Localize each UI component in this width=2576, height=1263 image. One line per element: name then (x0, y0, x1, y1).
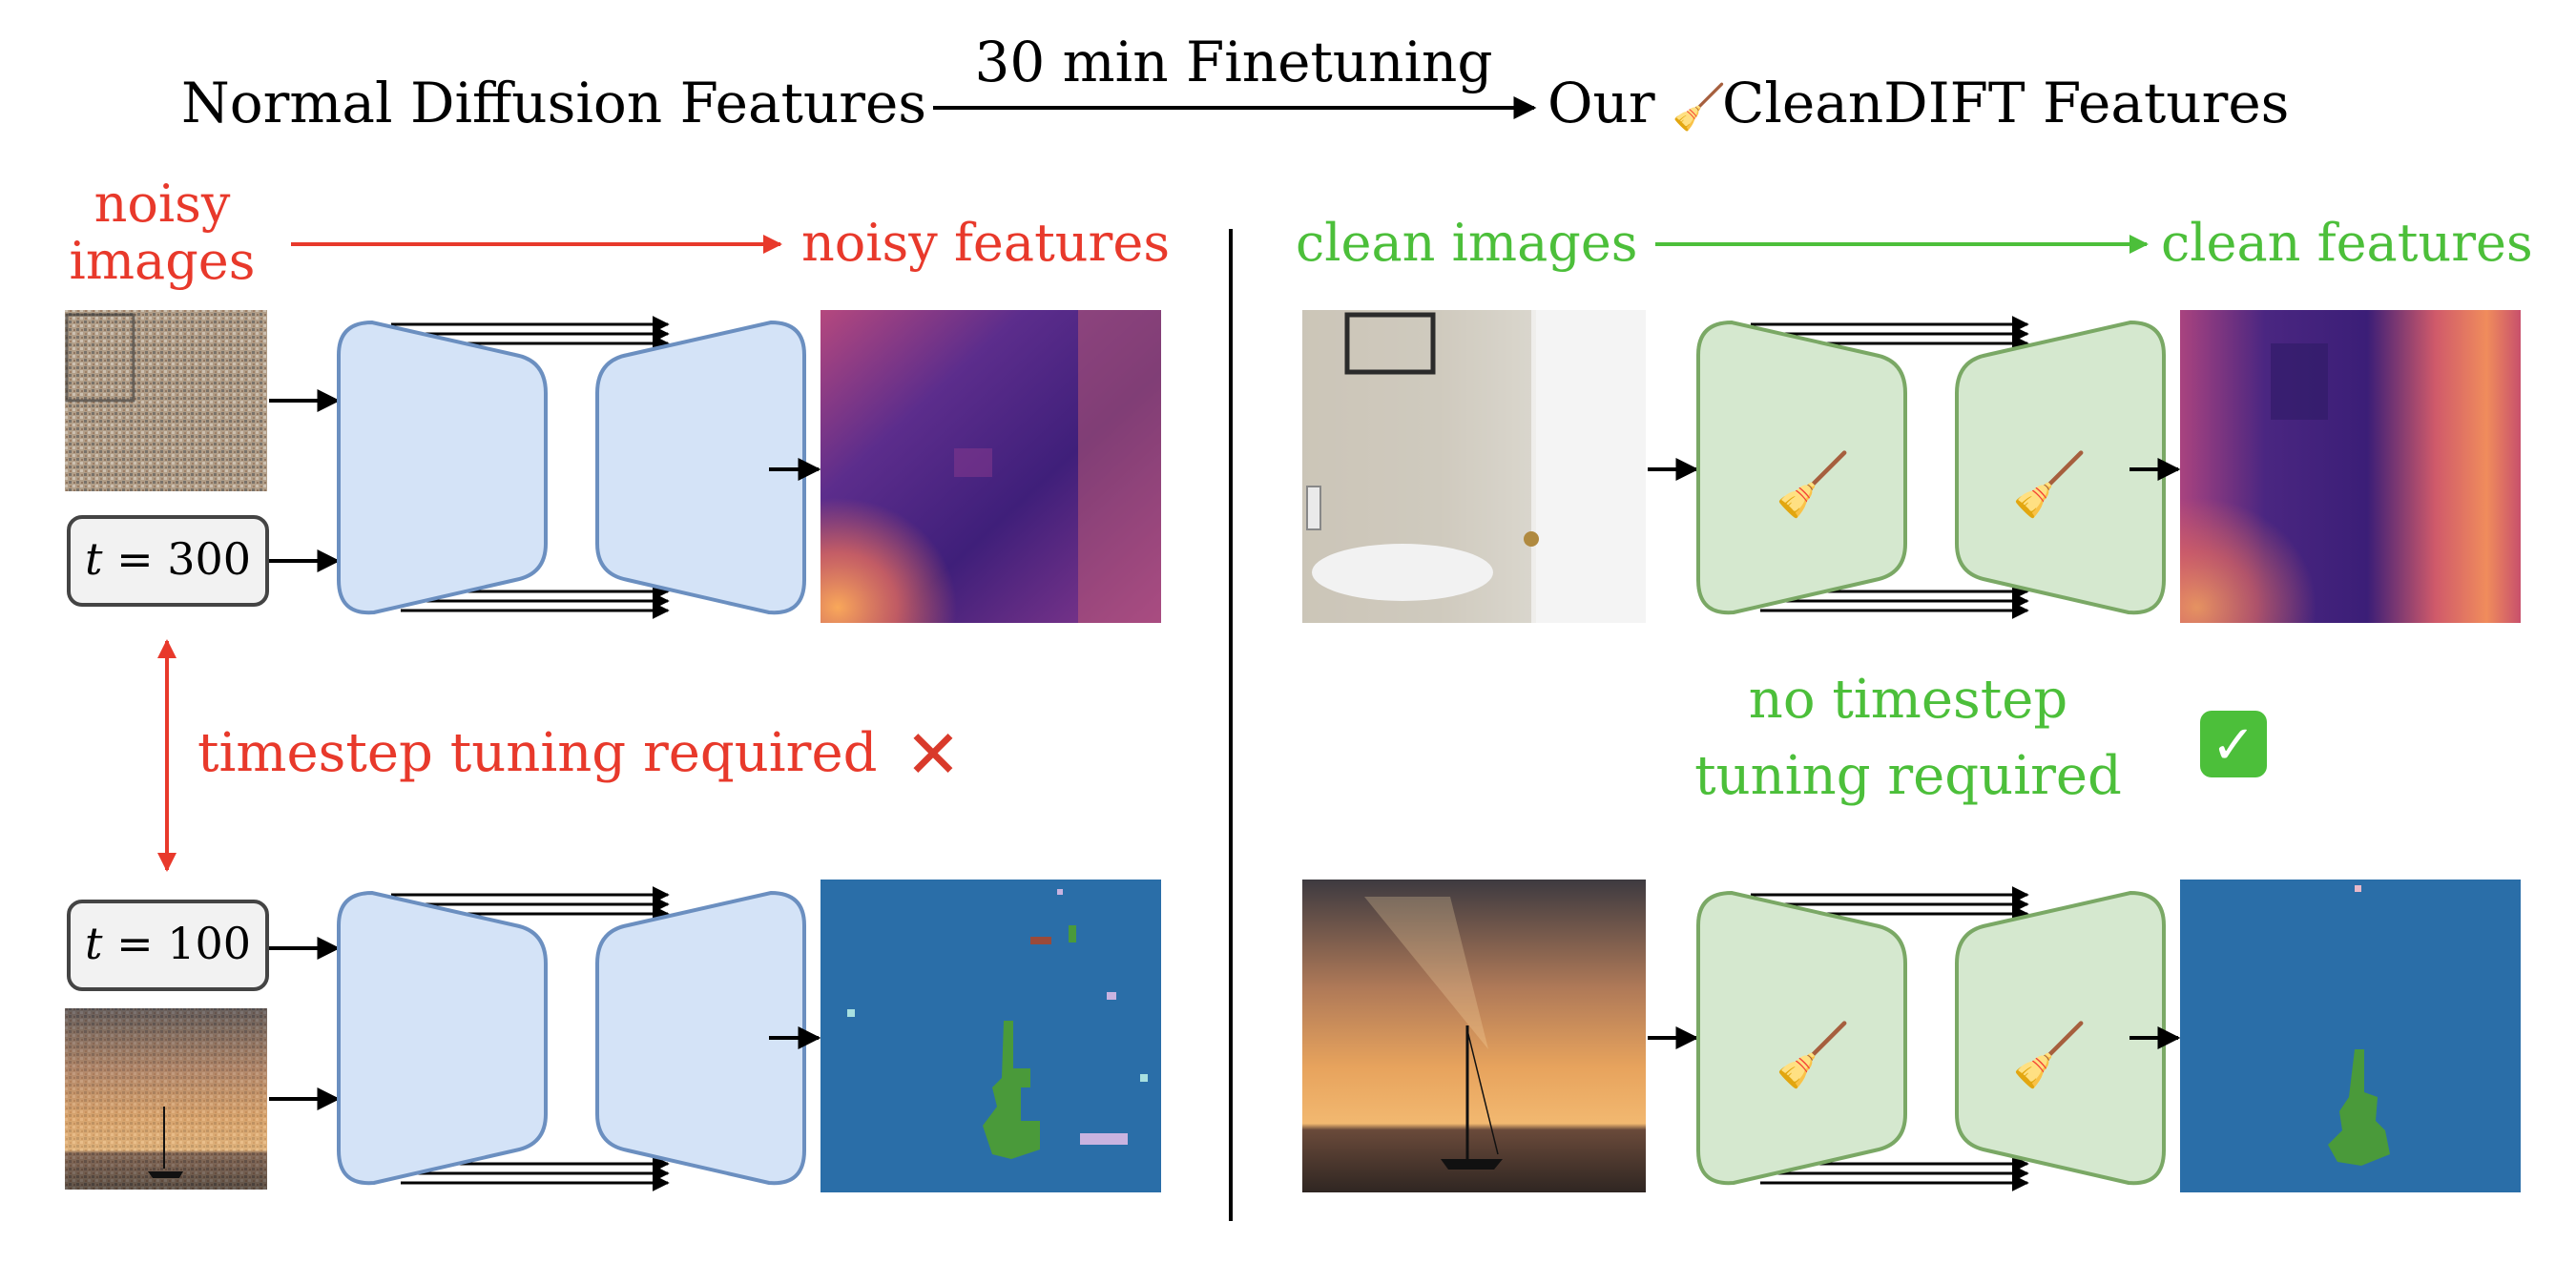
no-tuning-note-line1: no timestep (1749, 669, 2067, 731)
right-output-label: clean features (2161, 213, 2533, 273)
noisy-segmentation-map (821, 880, 1161, 1192)
timestep-300-value: = 300 (102, 533, 251, 585)
header-right-title: CleanDIFT Features (1722, 71, 2289, 135)
clean-segmentation-map (2180, 880, 2521, 1192)
noisy-image-bottom (65, 1008, 267, 1190)
clean-feature-map (2180, 310, 2521, 623)
svg-text:✓: ✓ (2212, 714, 2256, 776)
header-arrow-label: 30 min Finetuning (974, 30, 1492, 94)
timestep-box-300: t = 300 (67, 515, 269, 607)
unet-blue-top (337, 316, 806, 619)
left-output-label: noisy features (801, 213, 1170, 273)
timestep-box-100: t = 100 (67, 900, 269, 991)
svg-text:t = 100: t = 100 (85, 918, 251, 969)
clean-image-bottom (1302, 880, 1646, 1192)
noisy-feature-map (821, 310, 1161, 623)
header-left-title: Normal Diffusion Features (181, 71, 926, 135)
broom-icon: 🧹 (1672, 81, 1726, 133)
noisy-image-top (65, 310, 267, 491)
timestep-tuning-note: timestep tuning required (197, 722, 877, 784)
broom-icon: 🧹 (1775, 450, 1851, 521)
left-input-label-line1: noisy (94, 174, 231, 234)
left-input-label-line2: images (70, 231, 256, 291)
header-right-prefix: Our (1548, 71, 1655, 135)
no-tuning-note-line2: tuning required (1694, 745, 2122, 807)
unet-blue-bottom (337, 886, 806, 1191)
unet-green-top: 🧹 🧹 (1696, 316, 2166, 619)
timestep-100-value: = 100 (102, 918, 251, 969)
broom-icon: 🧹 (2011, 1021, 2088, 1091)
timestep-300-symbol: t (85, 533, 103, 585)
clean-image-top (1302, 310, 1646, 623)
broom-icon: 🧹 (2011, 450, 2088, 521)
check-mark-icon: ✓ (2200, 711, 2267, 777)
broom-icon: 🧹 (1775, 1021, 1851, 1091)
right-input-label: clean images (1296, 213, 1638, 273)
cross-mark-icon: ✕ (905, 715, 962, 794)
timestep-100-symbol: t (85, 918, 103, 969)
svg-text:t = 300: t = 300 (85, 533, 251, 585)
unet-green-bottom: 🧹 🧹 (1696, 886, 2166, 1191)
